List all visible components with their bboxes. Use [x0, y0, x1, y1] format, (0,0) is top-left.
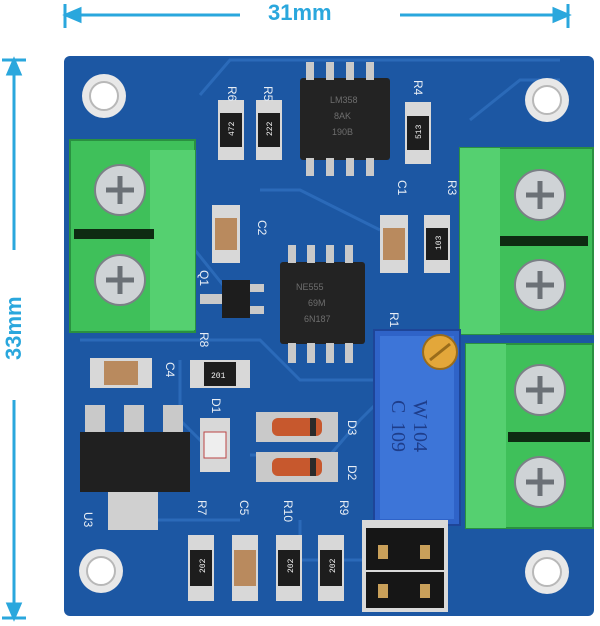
resistor-r6: 472	[218, 100, 244, 160]
capacitor-c5	[232, 535, 258, 601]
svg-text:201: 201	[211, 372, 226, 381]
bottom-resistor-1: 202	[188, 535, 214, 601]
right-terminal-block-bottom	[465, 343, 594, 529]
resistor-r8: 201	[190, 360, 250, 388]
svg-text:103: 103	[435, 235, 444, 250]
svg-text:472: 472	[228, 121, 237, 136]
height-dimension-arrow	[2, 56, 26, 622]
silkscreen-labels: R6 R5 R4 R3 C1 C2 Q1 R8 C4 R1 D1 D3 D2 U…	[81, 80, 459, 528]
capacitor-c4	[90, 358, 152, 388]
ic-middle-ne555: NE555 69M 6N187	[280, 245, 365, 363]
width-dimension-label: 31mm	[268, 0, 332, 25]
svg-text:202: 202	[199, 558, 208, 573]
svg-text:C2: C2	[255, 220, 269, 236]
regulator-u3	[80, 405, 190, 530]
svg-text:R10: R10	[281, 500, 295, 522]
svg-text:222: 222	[266, 121, 275, 136]
capacitor-c1	[380, 215, 408, 273]
svg-text:R6: R6	[225, 86, 239, 102]
svg-text:D1: D1	[209, 398, 223, 414]
transistor-q1	[200, 280, 264, 318]
svg-text:R3: R3	[445, 180, 459, 196]
svg-text:U3: U3	[81, 512, 95, 528]
ic-middle-line-2: 69M	[308, 298, 326, 308]
svg-text:Q1: Q1	[197, 270, 211, 286]
svg-text:C1: C1	[395, 180, 409, 196]
resistor-r5: 222	[256, 100, 282, 160]
svg-text:513: 513	[415, 124, 424, 139]
svg-text:D2: D2	[345, 465, 359, 481]
ic-top-line-1: LM358	[330, 95, 358, 105]
svg-text:C5: C5	[237, 500, 251, 516]
ic-top-line-2: 8AK	[334, 111, 351, 121]
diode-d3	[256, 412, 338, 442]
svg-text:R4: R4	[411, 80, 425, 96]
resistor-r4: 513	[405, 102, 431, 164]
svg-text:C4: C4	[163, 362, 177, 378]
svg-text:104: 104	[409, 422, 431, 452]
svg-text:109: 109	[387, 422, 409, 452]
svg-text:202: 202	[329, 558, 338, 573]
led-d1	[200, 418, 230, 472]
jumper-header	[362, 520, 448, 612]
svg-text:W: W	[409, 400, 431, 419]
resistor-r3: 103	[424, 215, 450, 273]
bottom-resistor-2: 202	[276, 535, 302, 601]
width-dimension-arrow	[62, 4, 572, 28]
ic-middle-line-3: 6N187	[304, 314, 331, 324]
left-terminal-block	[69, 139, 196, 333]
svg-text:R9: R9	[337, 500, 351, 516]
potentiometer-r1: W 104 C 109	[373, 329, 461, 526]
bottom-resistor-3: 202	[318, 535, 344, 601]
capacitor-c2	[212, 205, 240, 263]
svg-text:R8: R8	[197, 332, 211, 348]
svg-text:202: 202	[287, 558, 296, 573]
diode-d2	[256, 452, 338, 482]
svg-text:R7: R7	[195, 500, 209, 516]
svg-text:C: C	[387, 400, 409, 413]
ic-top-soic8: LM358 8AK 190B	[300, 62, 390, 176]
svg-text:D3: D3	[345, 420, 359, 436]
right-terminal-block-top	[459, 147, 594, 335]
svg-text:R1: R1	[387, 312, 401, 328]
ic-middle-line-1: NE555	[296, 282, 324, 292]
ic-top-line-3: 190B	[332, 127, 353, 137]
mounting-holes	[79, 74, 569, 594]
svg-text:R5: R5	[261, 86, 275, 102]
